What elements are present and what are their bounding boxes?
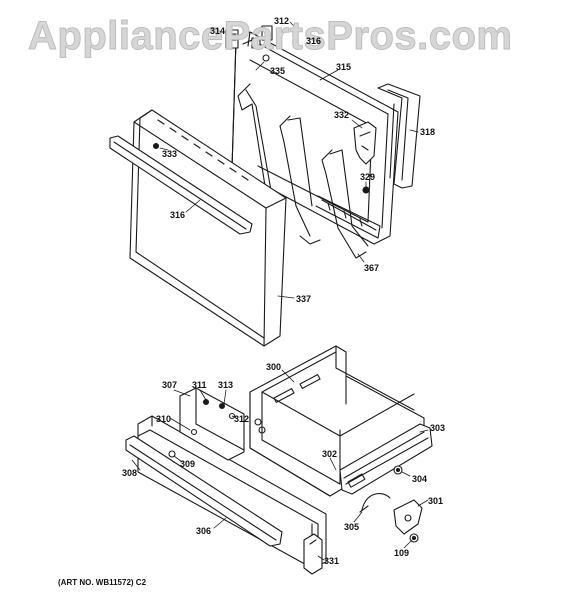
door-inner-frame-315	[225, 25, 399, 245]
callout-335: 335	[270, 66, 286, 76]
callout-312-top: 312	[274, 16, 290, 26]
callout-314: 314	[210, 26, 226, 36]
door-gasket-318	[377, 83, 421, 189]
door-outer-panel-337	[109, 109, 287, 347]
callout-367: 367	[364, 263, 380, 273]
callout-310: 310	[156, 414, 172, 424]
callout-307: 307	[162, 380, 178, 390]
callout-333: 333	[162, 149, 178, 159]
callout-312: 312	[234, 414, 250, 424]
storage-drawer-body-300	[249, 345, 433, 497]
callout-311: 311	[192, 380, 207, 390]
callout-313: 313	[218, 380, 234, 390]
drawer-front-panel-306	[125, 387, 327, 575]
callout-304: 304	[412, 474, 428, 484]
callout-331: 331	[324, 556, 340, 566]
callout-309: 309	[180, 459, 196, 469]
callout-306: 306	[196, 526, 212, 536]
callout-316: 316	[170, 210, 186, 220]
art-number-caption: (ART NO. WB11572) C2	[58, 578, 147, 587]
callout-305: 305	[344, 522, 360, 532]
callout-109: 109	[394, 548, 410, 558]
callout-332: 332	[334, 110, 350, 120]
callout-302: 302	[322, 449, 338, 459]
callout-316-top: 316	[306, 36, 322, 46]
callout-318: 318	[420, 127, 436, 137]
callout-leader-lines	[131, 21, 429, 561]
callout-337: 337	[296, 294, 312, 304]
callout-303: 303	[430, 423, 446, 433]
hinge-bracket-332	[353, 121, 377, 165]
callout-308: 308	[122, 468, 138, 478]
callout-300: 300	[266, 362, 282, 372]
callout-315: 315	[336, 62, 352, 72]
callout-301: 301	[428, 496, 444, 506]
callout-329: 329	[360, 172, 376, 182]
